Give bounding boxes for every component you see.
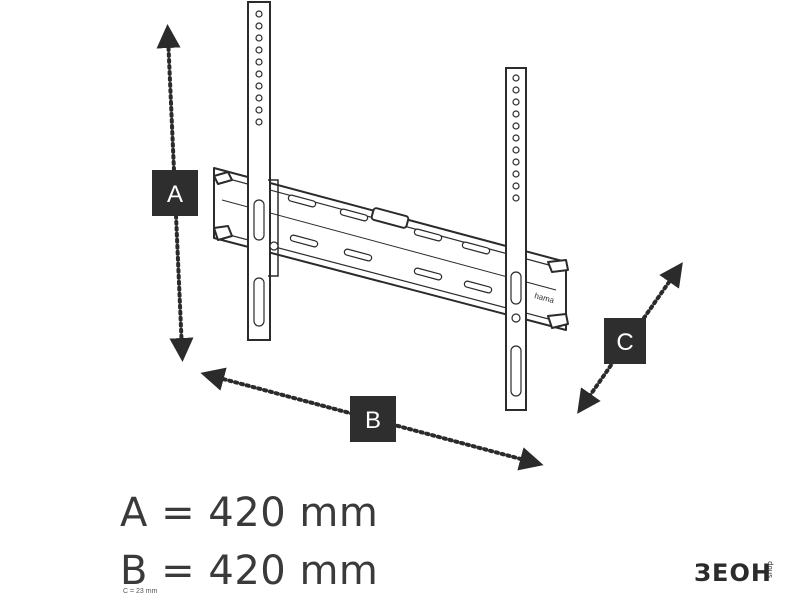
dimension-c-text: C = 23 mm bbox=[123, 588, 158, 595]
rail-slots bbox=[287, 194, 493, 294]
spirit-level bbox=[370, 207, 410, 229]
wall-plate: hama bbox=[213, 167, 569, 331]
label-b-badge: B bbox=[350, 396, 396, 442]
left-vertical-arm bbox=[247, 1, 279, 341]
label-a-badge: A bbox=[152, 170, 198, 216]
right-vertical-arm bbox=[505, 67, 527, 411]
dimension-a-text: A = 420 mm bbox=[120, 490, 379, 536]
label-b: B bbox=[365, 407, 381, 434]
dimension-b-text: B = 420 mm bbox=[120, 548, 379, 594]
logo-text: ЗЕОН bbox=[694, 559, 772, 587]
logo-side-text: shop bbox=[766, 561, 774, 578]
label-a: A bbox=[167, 181, 183, 208]
store-logo: ЗЕОН shop bbox=[694, 557, 784, 591]
label-c-badge: C bbox=[604, 318, 646, 364]
label-c: C bbox=[616, 329, 633, 356]
